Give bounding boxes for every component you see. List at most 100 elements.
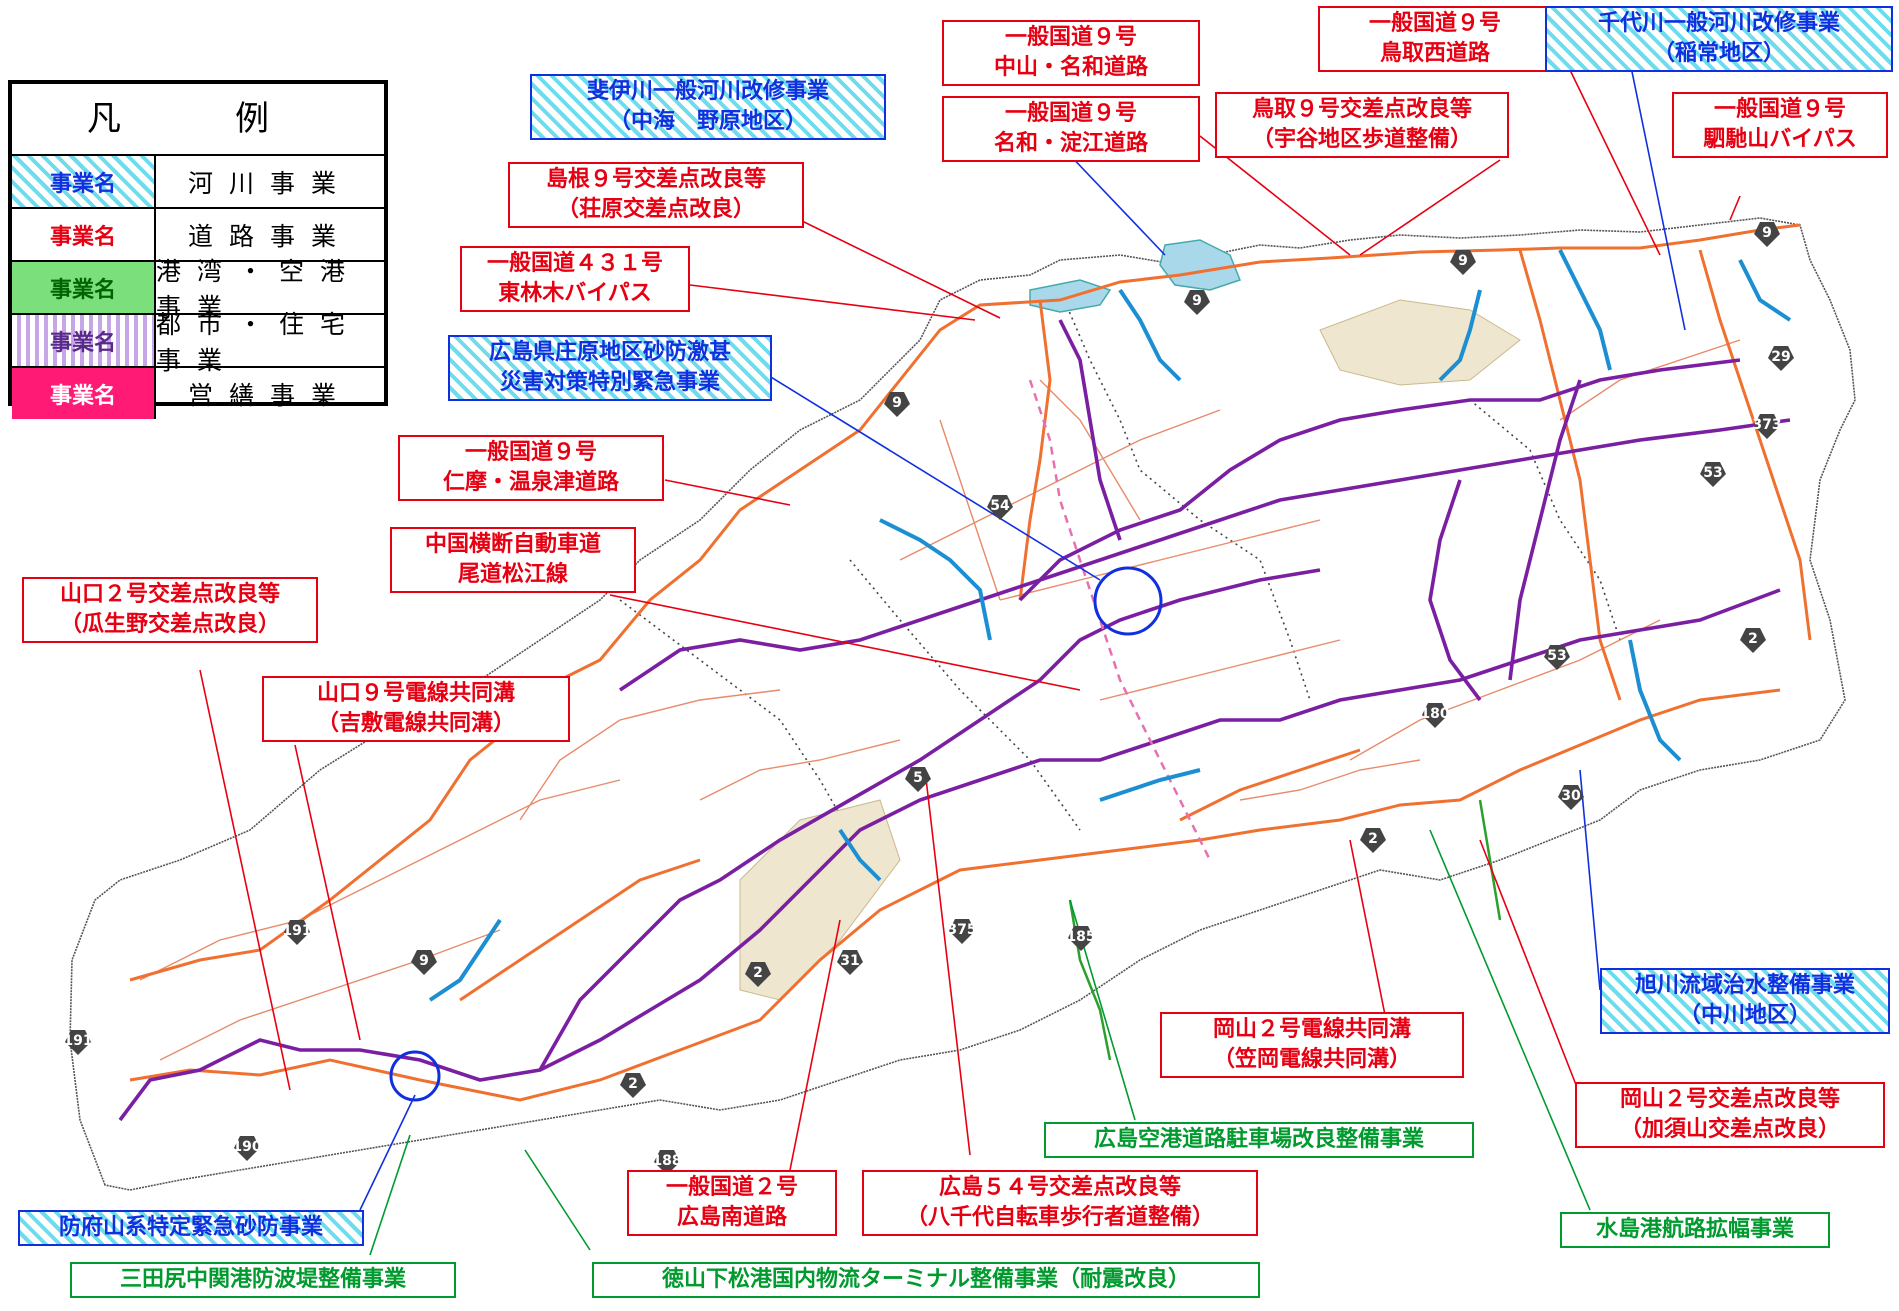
svg-text:54: 54 [990, 498, 1010, 514]
route-shield: 53 [1700, 462, 1726, 487]
route-shield: 180 [1420, 703, 1450, 728]
route-shield: 9 [1450, 250, 1476, 275]
legend-row-city: 事業名 都市・住宅事業 [12, 309, 384, 375]
route-shield: 2 [620, 1073, 646, 1098]
label-okayama2cable: 岡山２号電線共同溝 （笠岡電線共同溝） [1160, 1012, 1464, 1078]
label-yamaguchi9-line1: 山口９号電線共同溝 [316, 681, 515, 706]
hofu-project-marker [389, 1050, 441, 1102]
legend-swatch-port: 事業名 [12, 262, 156, 313]
prefecture-borders [619, 289, 1621, 851]
label-chugoku: 中国横断自動車道 尾道松江線 [390, 527, 636, 593]
label-chugoku-line2: 尾道松江線 [457, 562, 568, 587]
hatched-zones [739, 299, 1521, 1001]
label-sendai-line2: （稲常地区） [1652, 41, 1785, 66]
label-okayama2cable-line2: （笠岡電線共同溝） [1212, 1047, 1411, 1072]
label-tokuyama: 徳山下松港国内物流ターミナル整備事業（耐震改良） [592, 1262, 1260, 1298]
label-nakayama: 一般国道９号 中山・名和道路 [942, 20, 1200, 86]
expressway-under-construction [1028, 379, 1212, 861]
map-legend: 凡 例 事業名 河川事業 事業名 道路事業 事業名 港湾・空港事業 事業名 都市… [8, 80, 388, 419]
label-airport: 広島空港道路駐車場改良整備事業 [1044, 1122, 1474, 1158]
rivers [428, 249, 1792, 1002]
label-okayama2int-line1: 岡山２号交差点改良等 [1619, 1087, 1840, 1112]
label-hiroshima-minami-line1: 一般国道２号 [665, 1175, 798, 1200]
legend-title: 凡 例 [12, 84, 384, 156]
label-okayama2cable-line1: 岡山２号電線共同溝 [1212, 1017, 1411, 1042]
label-tottori9: 鳥取９号交差点改良等 （宇谷地区歩道整備） [1215, 92, 1509, 158]
label-komagae-line2: 駟馳山バイパス [1703, 127, 1857, 152]
label-hofu: 防府山系特定緊急砂防事業 [18, 1210, 364, 1246]
svg-text:9: 9 [1762, 225, 1772, 241]
route-shield: 373 [1752, 414, 1782, 439]
svg-text:29: 29 [1771, 349, 1790, 365]
svg-text:5: 5 [913, 770, 923, 786]
label-hiroshima54-line2: （八千代自転車歩行者道整備） [905, 1205, 1214, 1230]
route-shield: 185 [1066, 926, 1096, 951]
route-shield: 5 [905, 767, 931, 792]
legend-row-building: 事業名 営繕事業 [12, 368, 384, 419]
svg-text:9: 9 [892, 395, 902, 411]
svg-text:185: 185 [1066, 929, 1095, 945]
label-r431: 一般国道４３１号 東林木バイパス [460, 246, 690, 312]
route-shield: 191 [63, 1030, 93, 1055]
label-hiroshima-minami: 一般国道２号 広島南道路 [627, 1170, 837, 1236]
route-shield: 9 [884, 392, 910, 417]
svg-text:2: 2 [628, 1076, 638, 1092]
route-shield: 2 [745, 962, 771, 987]
shobara-project-marker [1093, 566, 1163, 636]
route-shield: 54 [987, 495, 1013, 520]
label-tottori-nishi-line1: 一般国道９号 [1368, 11, 1501, 36]
svg-text:2: 2 [753, 965, 763, 981]
route-shield: 191 [282, 920, 312, 945]
route-shield: 31 [837, 950, 863, 975]
label-tottori9-line1: 鳥取９号交差点改良等 [1251, 97, 1472, 122]
route-shields: 9 9 9 9 29 373 53 54 53 2 180 30 2 5 2 3… [63, 222, 1794, 1175]
label-nawa-line2: 名和・淀江道路 [993, 131, 1148, 156]
label-komagae: 一般国道９号 駟馳山バイパス [1672, 92, 1888, 158]
route-shield: 53 [1544, 645, 1570, 670]
label-shobara-line1: 広島県庄原地区砂防激甚 [488, 340, 731, 365]
label-nima-line1: 一般国道９号 [464, 440, 597, 465]
label-nawa-line1: 一般国道９号 [1004, 101, 1137, 126]
label-nakayama-line2: 中山・名和道路 [993, 55, 1148, 80]
label-shimane9-line2: （荘原交差点改良） [556, 197, 755, 222]
label-tottori-nishi-line2: 鳥取西道路 [1379, 41, 1490, 66]
label-mitajiri-line1: 三田尻中関港防波堤整備事業 [119, 1267, 406, 1292]
label-yamaguchi2-line1: 山口２号交差点改良等 [59, 582, 280, 607]
legend-swatch-river: 事業名 [12, 156, 156, 207]
label-komagae-line1: 一般国道９号 [1713, 97, 1846, 122]
route-shield: 375 [947, 919, 977, 944]
route-shield: 9 [411, 950, 437, 975]
label-chugoku-line1: 中国横断自動車道 [424, 532, 601, 557]
legend-label-city: 都市・住宅事業 [156, 309, 362, 375]
route-shield: 9 [1754, 222, 1780, 247]
land-outline [69, 217, 1856, 1191]
label-hofu-line1: 防府山系特定緊急砂防事業 [58, 1215, 323, 1240]
label-asahikawa-line1: 旭川流域治水整備事業 [1634, 973, 1855, 998]
label-yamaguchi2-line2: （瓜生野交差点改良） [59, 612, 280, 637]
label-shimane9: 島根９号交差点改良等 （荘原交差点改良） [508, 162, 804, 228]
label-nawa: 一般国道９号 名和・淀江道路 [942, 96, 1200, 162]
label-tokuyama-line1: 徳山下松港国内物流ターミナル整備事業（耐震改良） [661, 1267, 1190, 1292]
svg-text:2: 2 [1368, 831, 1378, 847]
label-nakaumi-line1: 斐伊川一般河川改修事業 [586, 79, 829, 104]
svg-text:9: 9 [419, 953, 429, 969]
svg-text:9: 9 [1458, 253, 1468, 269]
legend-label-river: 河川事業 [187, 168, 352, 198]
legend-label-building: 営繕事業 [187, 380, 352, 410]
route-shield: 2 [1740, 628, 1766, 653]
label-okayama2int: 岡山２号交差点改良等 （加須山交差点改良） [1575, 1082, 1885, 1148]
label-tottori9-line2: （宇谷地区歩道整備） [1251, 127, 1472, 152]
svg-text:188: 188 [652, 1153, 681, 1169]
label-yamaguchi2: 山口２号交差点改良等 （瓜生野交差点改良） [22, 577, 318, 643]
label-nakaumi-line2: （中海 野原地区） [608, 109, 807, 134]
label-sendai-line1: 千代川一般河川改修事業 [1597, 11, 1840, 36]
label-nima: 一般国道９号 仁摩・温泉津道路 [398, 435, 664, 501]
label-shimane9-line1: 島根９号交差点改良等 [545, 167, 766, 192]
label-shobara: 広島県庄原地区砂防激甚 災害対策特別緊急事業 [448, 335, 772, 401]
label-asahikawa-line2: （中川地区） [1678, 1003, 1811, 1028]
label-sendai: 千代川一般河川改修事業 （稲常地区） [1545, 6, 1893, 72]
label-nakayama-line1: 一般国道９号 [1004, 25, 1137, 50]
label-mizushima-line1: 水島港航路拡幅事業 [1595, 1217, 1794, 1242]
label-asahikawa: 旭川流域治水整備事業 （中川地区） [1600, 968, 1890, 1034]
label-nima-line2: 仁摩・温泉津道路 [442, 470, 619, 495]
